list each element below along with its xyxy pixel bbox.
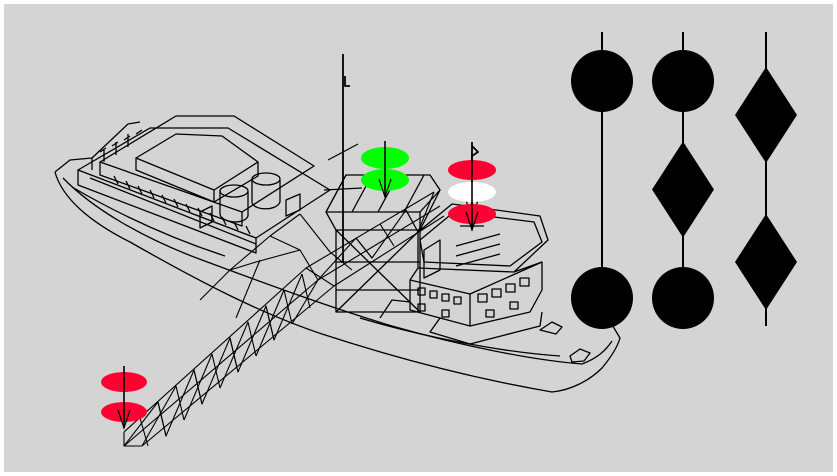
ball-shape — [652, 267, 714, 329]
ball-shape — [652, 50, 714, 112]
ball-shape — [571, 267, 633, 329]
ball-shape — [571, 50, 633, 112]
